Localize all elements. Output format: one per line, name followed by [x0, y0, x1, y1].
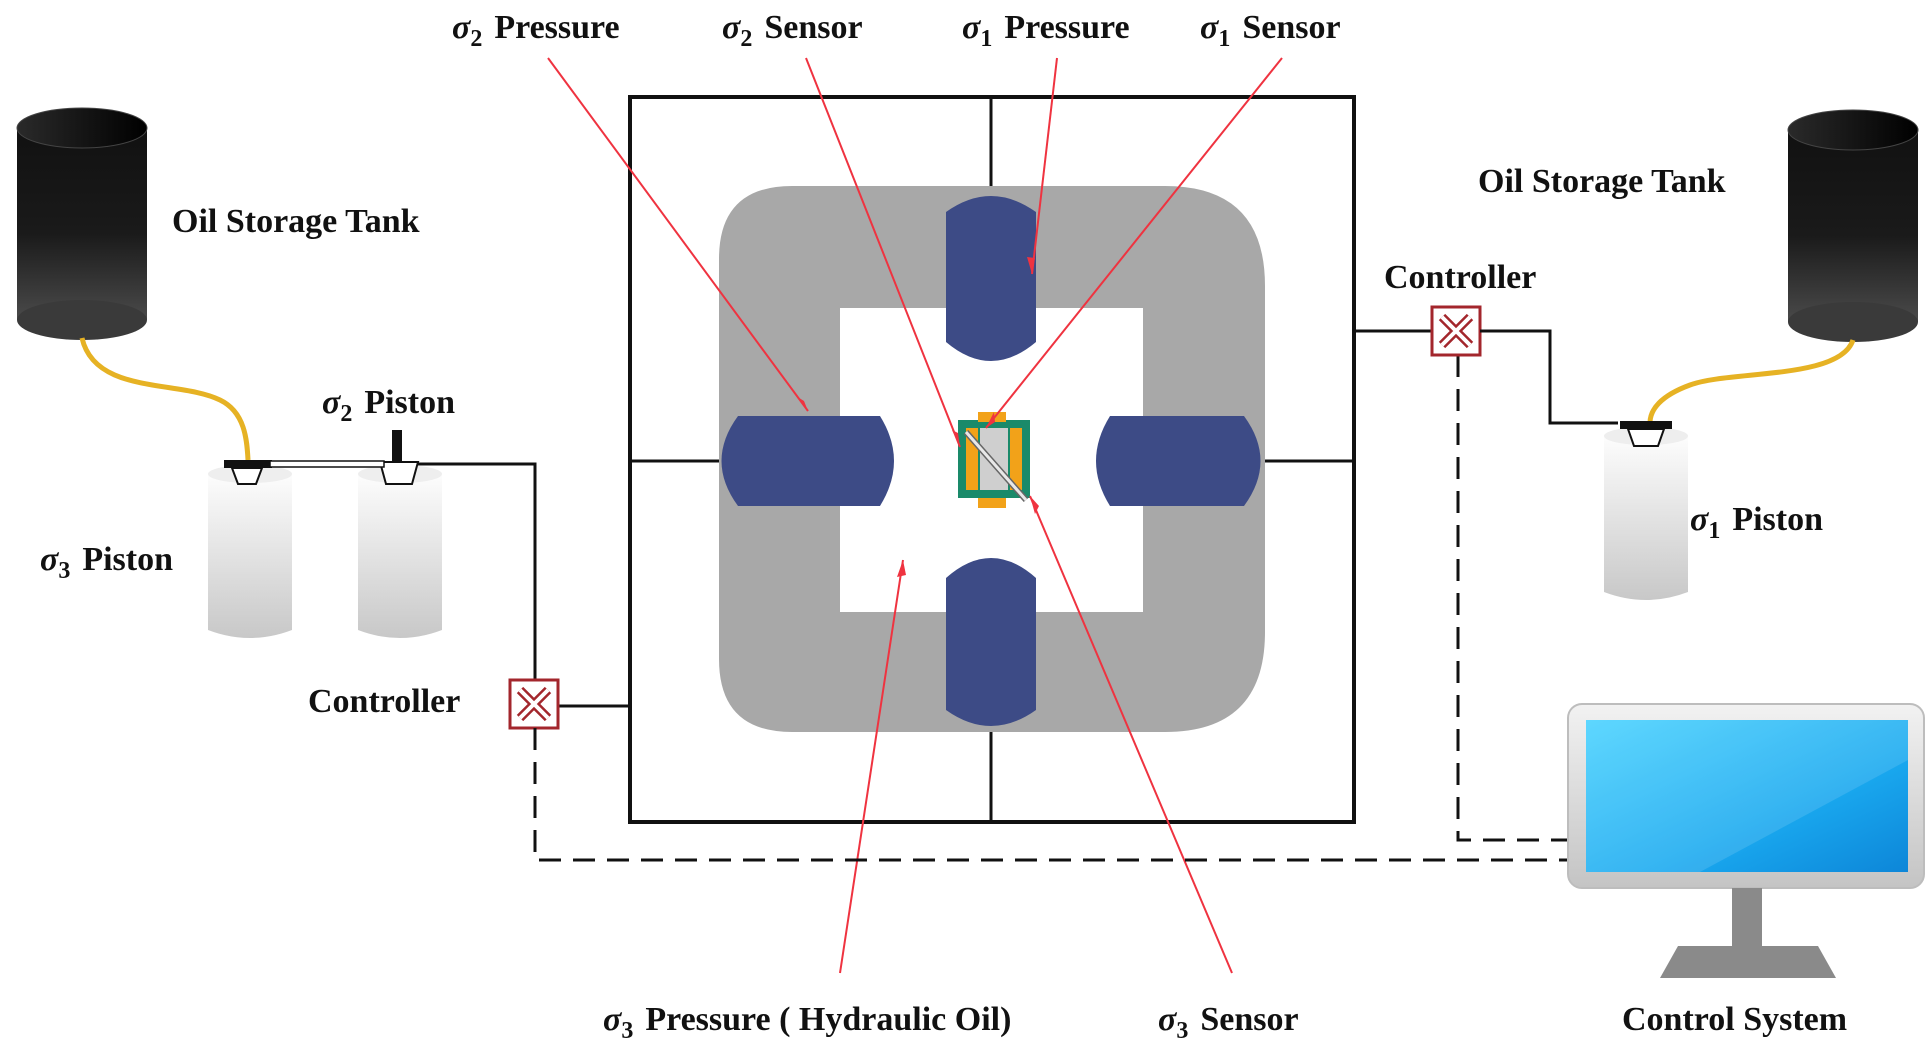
pointer-arrowheads [796, 257, 1039, 577]
label-controller-left: Controller [308, 683, 460, 720]
oil-hose-right [1647, 338, 1856, 424]
pipe-right [1480, 329, 1618, 425]
oil-tank-right [1787, 109, 1919, 342]
controller-valve-icon [1430, 305, 1482, 357]
left-piston [721, 416, 894, 506]
pipe-left [418, 462, 537, 680]
controller-valve-icon [508, 678, 560, 730]
label-oil-tank-right: Oil Storage Tank [1478, 163, 1726, 200]
loading-pistons [721, 196, 1261, 726]
sigma2-piston-cylinder [358, 430, 442, 638]
loading-frame [628, 95, 1356, 824]
label-oil-tank-left: Oil Storage Tank [172, 203, 420, 240]
bottom-piston [946, 558, 1036, 726]
signal-line-left [533, 728, 1578, 862]
label-control-system: Control System [1622, 1001, 1847, 1038]
sigma1-piston-cylinder [1604, 421, 1688, 600]
specimen-icon [958, 412, 1030, 508]
monitor-icon [1567, 703, 1925, 978]
signal-line-right [1456, 355, 1578, 842]
piston-connector-pipe [269, 460, 385, 468]
label-controller-right: Controller [1384, 259, 1536, 296]
sigma3-piston-cylinder [208, 460, 292, 638]
pointer-lines [547, 57, 1283, 974]
oil-hose-left [79, 337, 251, 461]
top-piston [946, 196, 1036, 361]
oil-tank-left [16, 107, 148, 340]
right-piston [1096, 416, 1261, 506]
